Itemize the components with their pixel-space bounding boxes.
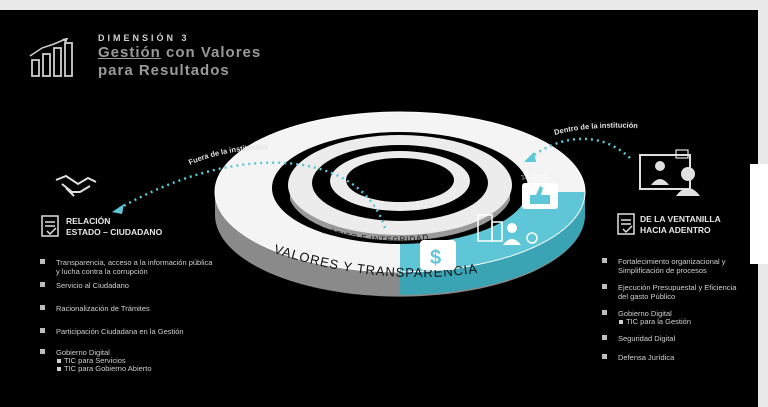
svg-text:$: $ [430,247,441,269]
left-section-title: RELACIÓN ESTADO – CIUDADANO [66,216,162,238]
people-computer-icon [639,149,700,196]
sub-list-item: TIC para Gobierno Abierto [56,365,214,373]
left-list: Transparencia, acceso a la información p… [34,258,214,373]
list-item: Gobierno Digital TIC para Servicios TIC … [34,348,214,373]
list-item: Defensa Jurídica [596,353,746,362]
arrow-inside-head [524,152,536,162]
list-item: Fortalecimiento organizacional y Simplif… [596,257,746,275]
bar-chart-icon [29,38,73,77]
right-title-line1: DE LA VENTANILLA [640,214,721,224]
dimension-label: DIMENSIÓN 3 [98,33,190,43]
right-section-title: DE LA VENTANILLA HACIA ADENTRO [640,214,721,236]
left-title-line2: ESTADO – CIUDADANO [66,227,163,237]
page-title-line2: para Resultados [98,62,230,79]
title-underlined: Gestión [98,44,161,61]
arrow-label-inside: Dentro de la institución [553,121,638,137]
svg-text:☆☆☆: ☆☆☆ [520,170,550,183]
list-item: Ejecución Presupuestal y Eficiencia del … [596,283,746,301]
left-title-line1: RELACIÓN [66,216,111,226]
page-title: Gestión con Valores [98,44,261,61]
arrow-inside [529,137,631,159]
list-item: Seguridad Digital [596,334,746,343]
star-rating-icon: ☆☆☆ [520,170,550,183]
white-tab [750,164,768,264]
sub-list-item: TIC para la Gestión [618,318,746,326]
list-item: Gobierno Digital TIC para la Gestión [596,309,746,326]
handshake-icon [55,174,97,197]
list-item: Racionalización de Trámites [34,304,214,313]
title-rest: con Valores [160,44,262,61]
sub-list-item: TIC para Servicios [56,357,214,365]
money-icon: $ [420,240,456,270]
arrow-outside-head [112,204,124,214]
building-person-icon [477,214,538,245]
list-item: Transparencia, acceso a la información p… [34,258,214,276]
list-item: Participación Ciudadana en la Gestión [34,327,214,336]
right-title-line2: HACIA ADENTRO [640,225,711,235]
arrow-outside [119,161,387,229]
right-list: Fortalecimiento organizacional y Simplif… [596,257,746,362]
document-check-icon-right [617,213,635,235]
list-item: Servicio al Ciudadano [34,281,214,290]
document-check-icon [41,215,59,237]
inner-ring [330,151,470,211]
top-border [0,0,768,10]
thumbs-up-icon [522,183,558,209]
